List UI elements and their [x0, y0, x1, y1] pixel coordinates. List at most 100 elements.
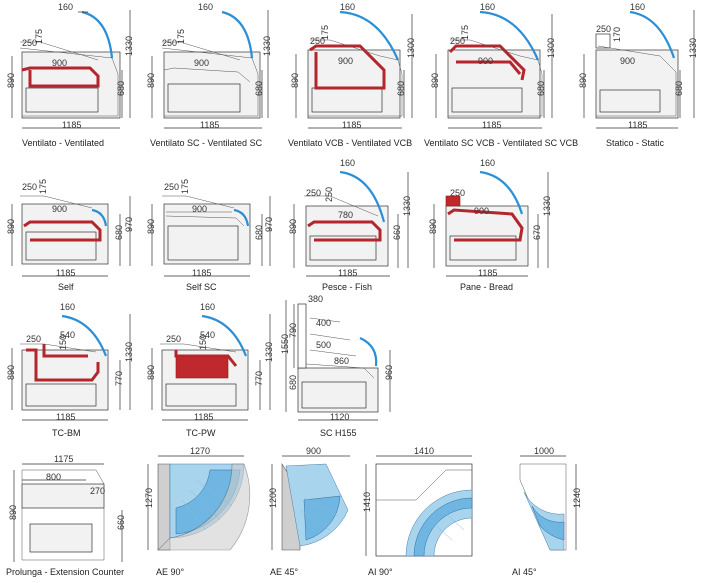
dim-top: 160: [58, 2, 73, 12]
dim-h-total: 1550: [280, 334, 290, 354]
caption: TC-PW: [186, 428, 216, 438]
caption: Pane - Bread: [460, 282, 513, 292]
dim-h-total: 1330: [402, 196, 412, 216]
dim-depth: 900: [338, 56, 353, 66]
caption: Ventilato SC - Ventilated SC: [150, 138, 263, 148]
profile-self-sc: 250 175 900 890 680 970 1185 Self SC: [146, 179, 274, 292]
dim-h: 1410: [362, 492, 372, 512]
glass-curve: [91, 208, 108, 227]
plan-ae-45: 900 1200 AE 45°: [268, 446, 350, 577]
caption: AE 45°: [270, 567, 299, 577]
dim-top: 160: [480, 158, 495, 168]
counter-base: [25, 87, 99, 113]
dim-top: 160: [480, 2, 495, 12]
dim-h-total: 1330: [124, 36, 134, 56]
dim-depth: 900: [194, 58, 209, 68]
dim-inner: 175: [176, 29, 186, 44]
dim-top: 160: [60, 302, 75, 312]
dim-h-front: 890: [288, 219, 298, 234]
dim-h-back: 680: [536, 81, 546, 96]
dim-h-back: 680: [254, 81, 264, 96]
dim-extra: 150: [198, 335, 208, 350]
dim-width: 1185: [56, 412, 75, 422]
dim-h-back: 670: [532, 225, 542, 240]
dim-inner: 540: [60, 330, 75, 340]
dim-width: 1185: [338, 268, 357, 278]
dim-h-front: 890: [146, 219, 156, 234]
dim-width: 1185: [628, 120, 647, 130]
caption: TC-BM: [52, 428, 81, 438]
glass-curve: [339, 170, 386, 223]
dim-width-total: 1175: [54, 454, 73, 464]
caption: Ventilato - Ventilated: [22, 138, 104, 148]
dim-h: 1240: [572, 488, 582, 508]
dim-left: 250: [306, 188, 321, 198]
caption: Self: [58, 282, 74, 292]
profile-ventilato: 160 250 175 900 890 1330 680 1185 Ventil…: [6, 2, 134, 148]
dim-inner: 175: [180, 179, 190, 194]
dim-w: 1410: [414, 446, 434, 456]
dim-left: 250: [26, 334, 41, 344]
dim-left: 250: [22, 38, 37, 48]
caption: SC H155: [320, 428, 357, 438]
profile-pesce: 160 250 250 780 890 1330 660 1185 Pesce …: [288, 158, 412, 292]
caption: Statico - Static: [606, 138, 665, 148]
dim-h-front: 890: [6, 365, 16, 380]
glass-curve: [359, 336, 378, 367]
dim-depth: 900: [478, 56, 493, 66]
profile-sc-h155: 380 400 500 860 790 1550 680 960 1120 SC…: [280, 294, 394, 438]
dim-h-front: 890: [430, 73, 440, 88]
caption: Pesce - Fish: [322, 282, 372, 292]
dim-h-front: 890: [146, 365, 156, 380]
dim-h-front: 890: [428, 219, 438, 234]
dim-right: 270: [90, 486, 105, 496]
dim-inner: 170: [612, 27, 622, 42]
dim-h-back: 660: [392, 225, 402, 240]
glass-curve: [81, 10, 114, 59]
caption: AI 45°: [512, 567, 537, 577]
glass-curve: [629, 10, 676, 59]
dim-left: 250: [450, 188, 465, 198]
dim-left: 250: [164, 182, 179, 192]
dim-h: 1200: [268, 488, 278, 508]
dim-width: 1185: [478, 268, 497, 278]
dim-depth: 900: [620, 56, 635, 66]
dim-width: 1120: [330, 412, 349, 422]
dim-extra: 150: [58, 335, 68, 350]
profile-tc-pw: 160 250 540 150 890 1330 770 1185 TC-PW: [146, 302, 274, 438]
dim-top: 160: [340, 2, 355, 12]
dim-width: 1185: [200, 120, 219, 130]
dim-width: 1185: [56, 268, 75, 278]
dim-h-back: 770: [114, 371, 124, 386]
dim-h-back: 680: [116, 81, 126, 96]
dim-h-total: 1300: [546, 38, 556, 58]
glass-curve: [479, 170, 524, 215]
glass-curve: [479, 10, 540, 61]
dim-h-back: 680: [254, 225, 264, 240]
plan-ae-90: 1270 1270 AE 90°: [144, 446, 251, 577]
dim-inner: 175: [38, 179, 48, 194]
plan-ai-45: 1000 1240 AI 45°: [512, 446, 582, 577]
profile-ventilato-sc: 160 250 175 900 890 1330 680 1185 Ventil…: [146, 2, 272, 148]
dim-top: 380: [308, 294, 323, 304]
dim-top: 160: [340, 158, 355, 168]
dim-inner: 175: [320, 25, 330, 40]
caption: AI 90°: [368, 567, 393, 577]
dim-h-back: 960: [384, 365, 394, 380]
profile-self: 250 175 900 890 680 970 1185 Self: [6, 179, 134, 292]
dim-top: 160: [630, 2, 645, 12]
dim-left: 250: [22, 182, 37, 192]
dim-inner: 175: [34, 29, 44, 44]
dim-h-total: 1330: [124, 342, 134, 362]
dim-left: 250: [162, 38, 177, 48]
caption: Prolunga - Extension Counter: [6, 567, 124, 577]
glass-curve: [339, 10, 400, 61]
dim-h-front: 890: [8, 505, 18, 520]
dim-h-total: 1330: [542, 196, 552, 216]
dim-h-front: 890: [6, 73, 16, 88]
dim-h-back: 660: [116, 515, 126, 530]
dim-h-front: 890: [290, 73, 300, 88]
dim-width: 1185: [342, 120, 361, 130]
dim-left: 250: [166, 334, 181, 344]
